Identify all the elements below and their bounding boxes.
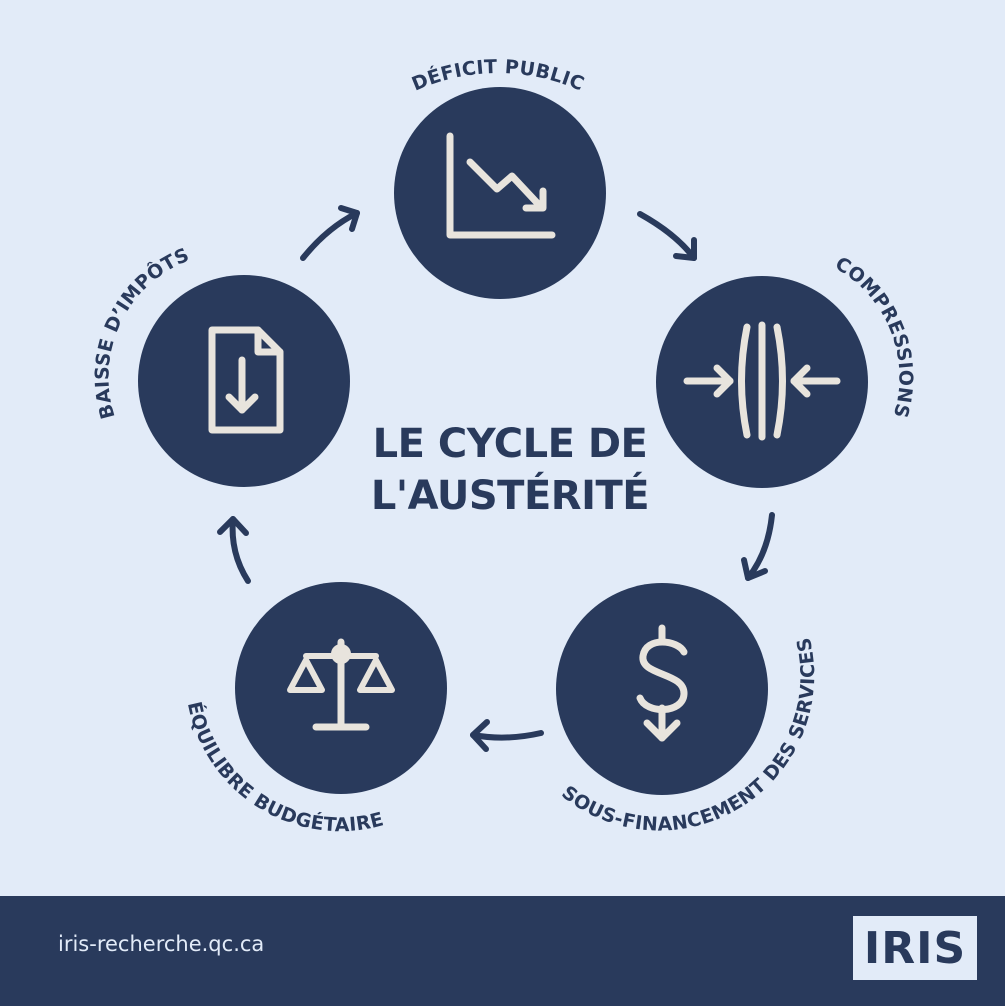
cycle-arrows	[217, 205, 775, 752]
title-line-2: L'AUSTÉRITÉ	[370, 473, 650, 519]
chart-down-icon	[446, 132, 556, 239]
title-line-1: LE CYCLE DE	[372, 421, 648, 467]
iris-logo: IRIS	[853, 916, 977, 980]
balance-scale-icon	[287, 638, 395, 731]
node-circle-deficit	[394, 87, 606, 299]
arrow-deficit-to-compressions	[637, 211, 697, 261]
document-down-icon	[208, 326, 284, 434]
node-circle-sous-financement	[556, 583, 768, 795]
arrow-baisse-impots-to-deficit	[300, 210, 360, 261]
arrow-compressions-to-sous-financement	[745, 512, 775, 581]
arrow-sous-financement-to-equilibre	[470, 730, 544, 741]
diagram-title: LE CYCLE DE L'AUSTÉRITÉ	[300, 418, 720, 522]
cycle-diagram: DÉFICIT PUBLIC COMPRESSIONS SOUS-FINANCE…	[91, 56, 916, 836]
dollar-down-icon	[636, 624, 688, 742]
footer: iris-recherche.qc.ca IRIS	[0, 896, 1005, 1006]
compress-icon	[683, 321, 841, 441]
arrow-equilibre-to-baisse-impots	[229, 516, 251, 584]
footer-url[interactable]: iris-recherche.qc.ca	[58, 932, 265, 956]
